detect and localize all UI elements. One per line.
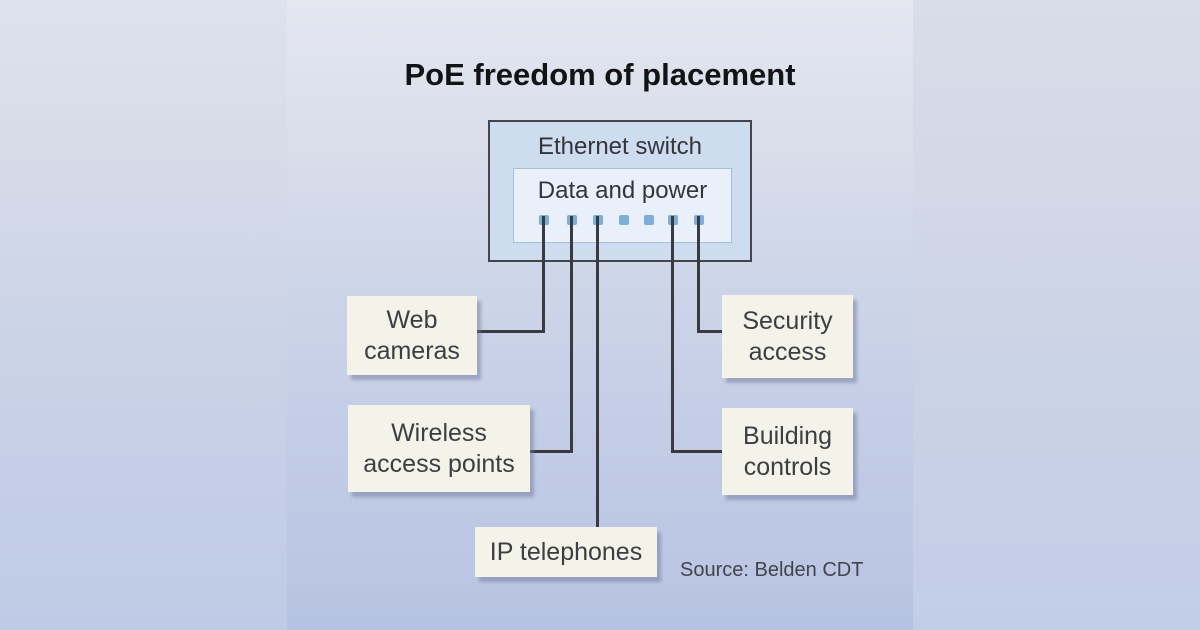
background-right-strip (913, 0, 1200, 630)
switch-port-4 (619, 215, 629, 225)
node-wireless-access-points: Wireless access points (348, 405, 530, 492)
cable-wireless-vertical (570, 216, 573, 453)
background-left-strip (0, 0, 287, 630)
cable-building-controls-vertical (671, 216, 674, 453)
node-web-cameras-line2: cameras (364, 336, 460, 365)
ethernet-switch-box: Ethernet switch Data and power (488, 120, 752, 262)
node-ip-telephones: IP telephones (475, 527, 657, 577)
node-wireless-line1: Wireless (391, 418, 487, 447)
node-security-access: Security access (722, 295, 853, 378)
cable-security-access-horizontal (697, 330, 722, 333)
cable-building-controls-horizontal (671, 450, 722, 453)
cable-ip-telephones-vertical (596, 216, 599, 527)
node-wireless-line2: access points (363, 449, 515, 478)
node-web-cameras-line1: Web (386, 305, 438, 334)
cable-web-cameras-horizontal (475, 330, 545, 333)
node-building-line2: controls (743, 452, 832, 481)
node-building-line1: Building (743, 421, 832, 450)
source-credit: Source: Belden CDT (680, 559, 864, 581)
ethernet-switch-label: Ethernet switch (537, 133, 703, 160)
node-security-line1: Security (742, 306, 833, 335)
node-ip-telephones-line1: IP telephones (489, 537, 643, 566)
diagram-title: PoE freedom of placement (404, 57, 796, 92)
cable-web-cameras-vertical (542, 216, 545, 333)
node-security-line2: access (748, 337, 827, 366)
switch-port-5 (644, 215, 654, 225)
data-and-power-label: Data and power (537, 177, 708, 204)
cable-security-access-vertical (697, 216, 700, 333)
cable-wireless-horizontal (530, 450, 573, 453)
node-web-cameras: Web cameras (347, 296, 477, 375)
node-building-controls: Building controls (722, 408, 853, 495)
